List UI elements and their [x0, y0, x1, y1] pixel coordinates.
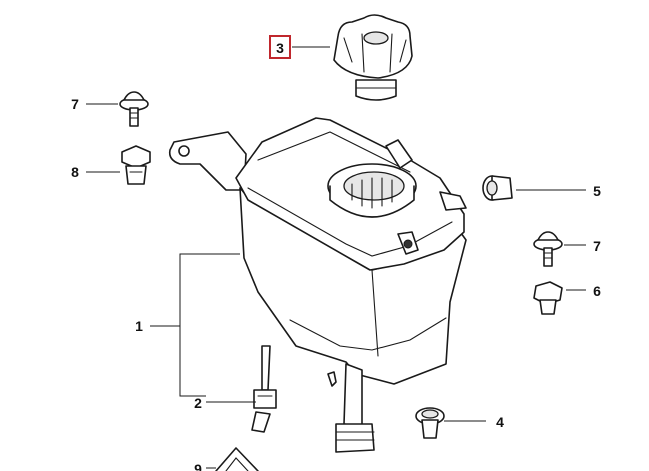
callout-6: 6	[593, 283, 601, 299]
grommet	[415, 407, 445, 439]
callout-7-right: 7	[593, 238, 601, 254]
callout-9: 9	[194, 461, 202, 471]
callout-7-left: 7	[71, 96, 79, 112]
callout-4: 4	[496, 414, 504, 430]
callouts: 3 7 8 5 7 6 1 2 4 9	[71, 35, 601, 471]
callout-8: 8	[71, 164, 79, 180]
callout-5: 5	[593, 183, 601, 199]
callout-2: 2	[194, 395, 202, 411]
highlight-box	[269, 35, 291, 59]
bolt-left	[119, 91, 149, 127]
callout-3: 3	[276, 40, 284, 56]
warning-label	[215, 447, 259, 471]
expansion-tank	[168, 117, 467, 453]
square-nut	[533, 281, 563, 315]
hose-connector	[482, 175, 513, 201]
clip-nut	[121, 145, 151, 185]
callout-1: 1	[135, 318, 143, 334]
leader-lines	[86, 46, 586, 469]
bolt-right	[533, 231, 563, 267]
level-sensor	[251, 345, 277, 433]
filler-cap	[333, 14, 413, 101]
